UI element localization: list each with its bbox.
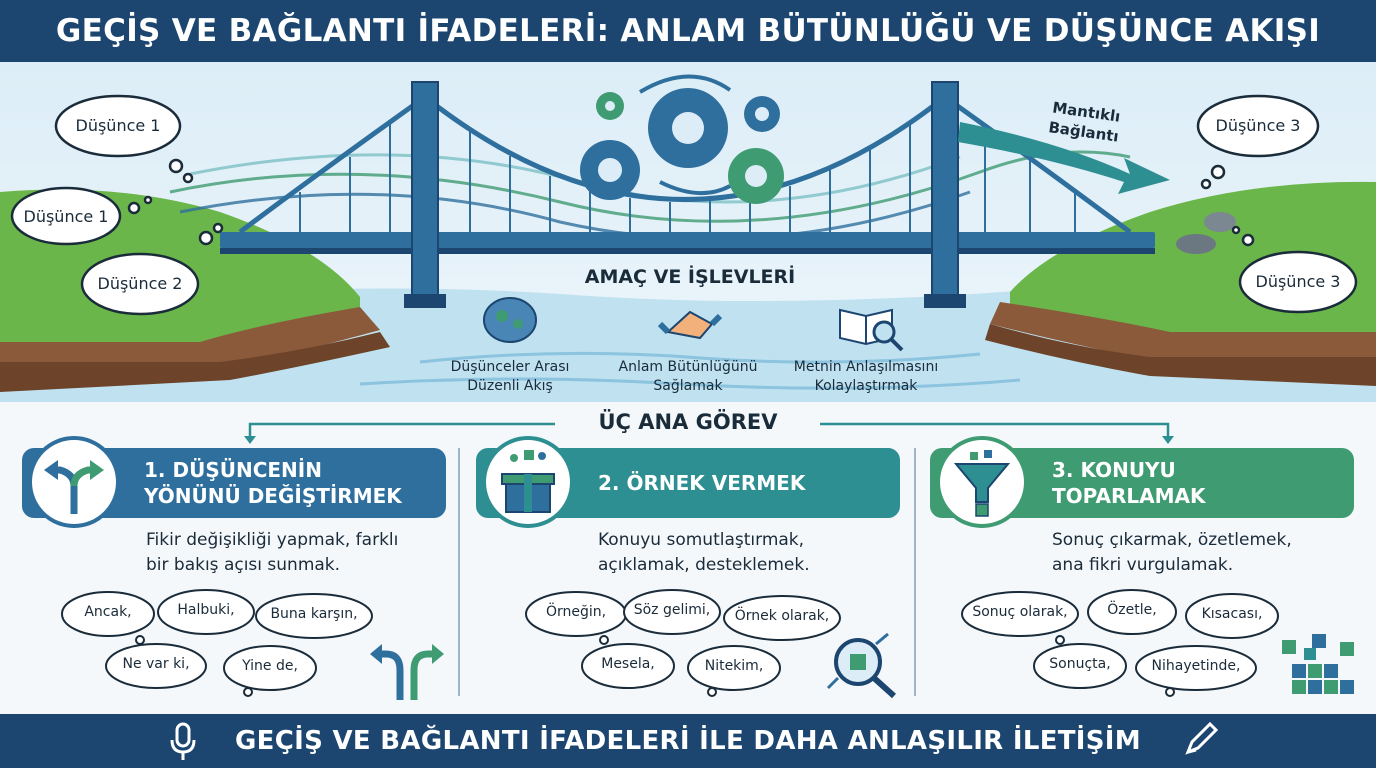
cloud-label-thought1-a: Düşünce 1 bbox=[75, 116, 161, 135]
example-3-4: Sonuçta, bbox=[1049, 656, 1111, 672]
bridge-deck bbox=[220, 232, 1155, 248]
brain-gears-icon bbox=[483, 297, 537, 343]
tasks-title: ÜÇ ANA GÖREV bbox=[598, 410, 778, 434]
cloud-label-thought3-b: Düşünce 3 bbox=[1255, 272, 1341, 291]
turn-arrows-icon bbox=[370, 644, 444, 700]
example-1-5: Yine de, bbox=[242, 658, 298, 674]
purpose-item-coherence: Anlam Bütünlüğünü Sağlamak bbox=[618, 359, 758, 394]
gift-box-icon bbox=[501, 450, 555, 513]
footer-banner: GEÇİŞ VE BAĞLANTI İFADELERİ İLE DAHA ANL… bbox=[0, 714, 1376, 768]
cloud-label-thought1-b: Düşünce 1 bbox=[23, 207, 109, 226]
thought-clouds bbox=[10, 94, 1358, 316]
task-3-icon-circle bbox=[936, 436, 1028, 528]
left-tower bbox=[411, 81, 439, 303]
pencil-icon bbox=[1185, 721, 1219, 755]
direction-arrows-icon bbox=[44, 460, 104, 514]
example-3-2: Özetle, bbox=[1107, 602, 1157, 618]
divider-2 bbox=[914, 448, 916, 696]
task-1-description: Fikir değişikliği yapmak, farklı bir bak… bbox=[146, 530, 399, 575]
bridge-illustration: Düşünce 1 Düşünce 1 Düşünce 2 Düşünce 3 … bbox=[0, 62, 1376, 402]
logical-connection-arrow bbox=[958, 122, 1170, 194]
purpose-item-flow: Düşünceler Arası Düzenli Akış bbox=[450, 359, 570, 394]
example-3-1: Sonuç olarak, bbox=[972, 604, 1068, 620]
magnifier-cube-icon bbox=[826, 632, 897, 699]
cloud-label-thought2: Düşünce 2 bbox=[97, 274, 183, 293]
footer-text: GEÇİŞ VE BAĞLANTI İFADELERİ İLE DAHA ANL… bbox=[235, 726, 1141, 756]
example-1-4: Ne var ki, bbox=[122, 656, 190, 672]
task-2-icon-circle bbox=[482, 436, 574, 528]
tasks-connector bbox=[244, 422, 1174, 444]
task-1-icon-circle bbox=[28, 436, 120, 528]
example-2-3: Örnek olarak, bbox=[734, 608, 830, 624]
microphone-icon bbox=[170, 722, 196, 760]
example-1-3: Buna karşın, bbox=[270, 606, 358, 622]
task-3-description: Sonuç çıkarmak, özetlemek, ana fikri vur… bbox=[1052, 530, 1292, 575]
book-magnifier-icon bbox=[839, 308, 904, 352]
example-2-5: Nitekim, bbox=[704, 658, 764, 674]
page-title: GEÇİŞ VE BAĞLANTI İFADELERİ: ANLAM BÜTÜN… bbox=[0, 0, 1376, 62]
divider-1 bbox=[458, 448, 460, 696]
right-tower bbox=[931, 81, 959, 303]
example-2-1: Örneğin, bbox=[545, 604, 607, 620]
example-2-4: Mesela, bbox=[601, 656, 655, 672]
example-1-2: Halbuki, bbox=[177, 602, 235, 618]
task-2-description: Konuyu somutlaştırmak, açıklamak, destek… bbox=[598, 530, 810, 575]
funnel-icon bbox=[953, 450, 1011, 517]
cloud-label-thought3-a: Düşünce 3 bbox=[1215, 116, 1301, 135]
right-hill bbox=[1010, 181, 1376, 362]
purpose-item-comprehension: Metnin Anlaşılmasını Kolaylaştırmak bbox=[793, 359, 939, 394]
example-3-3: Kısacası, bbox=[1201, 606, 1263, 622]
gears-icon bbox=[580, 74, 784, 204]
example-3-5: Nihayetinde, bbox=[1151, 658, 1241, 674]
example-1-1: Ancak, bbox=[84, 604, 132, 620]
bridge-scene bbox=[0, 62, 1376, 402]
blocks-icon bbox=[1282, 634, 1354, 694]
purpose-title: AMAÇ VE İŞLEVLERİ bbox=[584, 266, 796, 288]
example-bubbles bbox=[61, 589, 1354, 700]
example-2-2: Söz gelimi, bbox=[633, 602, 711, 618]
handshake-icon bbox=[657, 310, 723, 340]
